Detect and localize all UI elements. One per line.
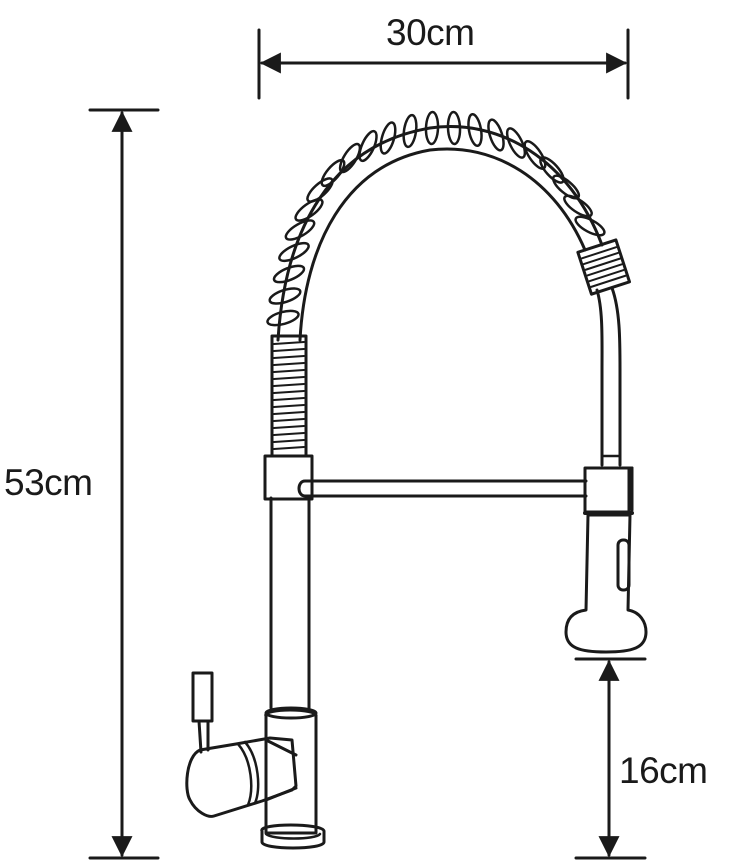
pull-down-hose [595, 286, 622, 467]
spout-clearance-dimension [574, 657, 647, 860]
mixer-body [185, 706, 318, 835]
right-joint-block [583, 466, 634, 515]
height-dimension-label: 53cm [4, 462, 93, 503]
spout-clearance-label: 16cm [619, 750, 708, 791]
threaded-collar-left [270, 334, 308, 458]
base-ring [260, 823, 326, 850]
width-dimension-label: 30cm [386, 12, 475, 53]
spray-button [616, 538, 631, 592]
threaded-collar-right [576, 238, 632, 296]
left-joint-block [263, 454, 314, 501]
height-dimension [88, 108, 160, 860]
main-body-tube [269, 496, 311, 710]
lever-handle [191, 671, 214, 754]
spray-head [564, 513, 648, 654]
crossbar [297, 479, 588, 498]
spring-coil [266, 110, 606, 342]
width-dimension [257, 28, 630, 100]
